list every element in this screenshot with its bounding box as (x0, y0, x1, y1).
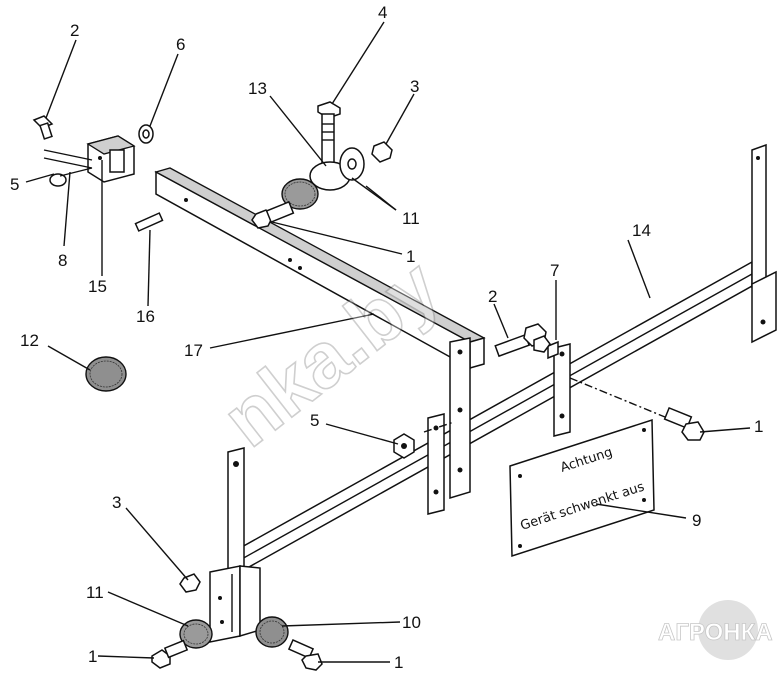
leader-lines (25, 21, 751, 663)
reflector-11-top (281, 178, 319, 210)
callout-6: 6 (176, 35, 185, 54)
reflector-10 (255, 616, 289, 648)
reflector-12 (85, 356, 127, 392)
callout-1-right: 1 (754, 417, 763, 436)
callout-14: 14 (632, 221, 651, 240)
alignment-lines (423, 377, 683, 433)
nut-5-mid (393, 433, 415, 459)
bolt-1-bottom-left (151, 639, 189, 669)
bolt-1-top (251, 200, 295, 229)
callout-13: 13 (248, 79, 267, 98)
coupler-15 (43, 135, 136, 187)
reflector-11-bottom (179, 619, 213, 649)
callout-4: 4 (378, 3, 387, 22)
callout-10: 10 (402, 613, 421, 632)
callout-9: 9 (692, 511, 701, 530)
callout-7: 7 (550, 261, 559, 280)
left-post (209, 447, 261, 643)
callout-16: 16 (136, 307, 155, 326)
callout-3-bottom: 3 (112, 493, 121, 512)
clamp-plate (427, 413, 445, 515)
warning-plate-9 (509, 418, 655, 558)
callout-8: 8 (58, 251, 67, 270)
callout-15: 15 (88, 277, 107, 296)
callout-5-mid: 5 (310, 411, 319, 430)
bolt-1-bottom-right (287, 638, 323, 671)
callout-numbers: 2 6 4 13 3 5 8 15 11 1 16 14 7 2 12 17 5… (10, 3, 763, 672)
callout-11-top: 11 (402, 209, 420, 228)
nut-3-bottom (179, 573, 201, 593)
callout-17: 17 (184, 341, 203, 360)
callout-12: 12 (20, 331, 39, 350)
callout-2-mid: 2 (488, 287, 497, 306)
callout-11-bottom: 11 (86, 583, 104, 602)
nut-7 (533, 335, 551, 353)
swing-arm-17 (154, 167, 486, 500)
callout-1-bottom-left: 1 (88, 647, 97, 666)
callout-1-bottom-right: 1 (394, 653, 403, 672)
pin-16 (134, 212, 164, 232)
logo-text: АГРОНКА (658, 619, 773, 646)
bolt-4-assembly (309, 101, 393, 191)
callout-3-top: 3 (410, 77, 419, 96)
callout-1-top: 1 (406, 247, 415, 266)
bolt-2-top (32, 115, 54, 140)
callout-2-top: 2 (70, 21, 79, 40)
bracket-7 (547, 340, 571, 437)
right-post (751, 143, 777, 344)
agronka-logo: АГРОНКА (658, 600, 773, 660)
bolt-1-right (663, 406, 705, 441)
callout-5-top: 5 (10, 175, 19, 194)
